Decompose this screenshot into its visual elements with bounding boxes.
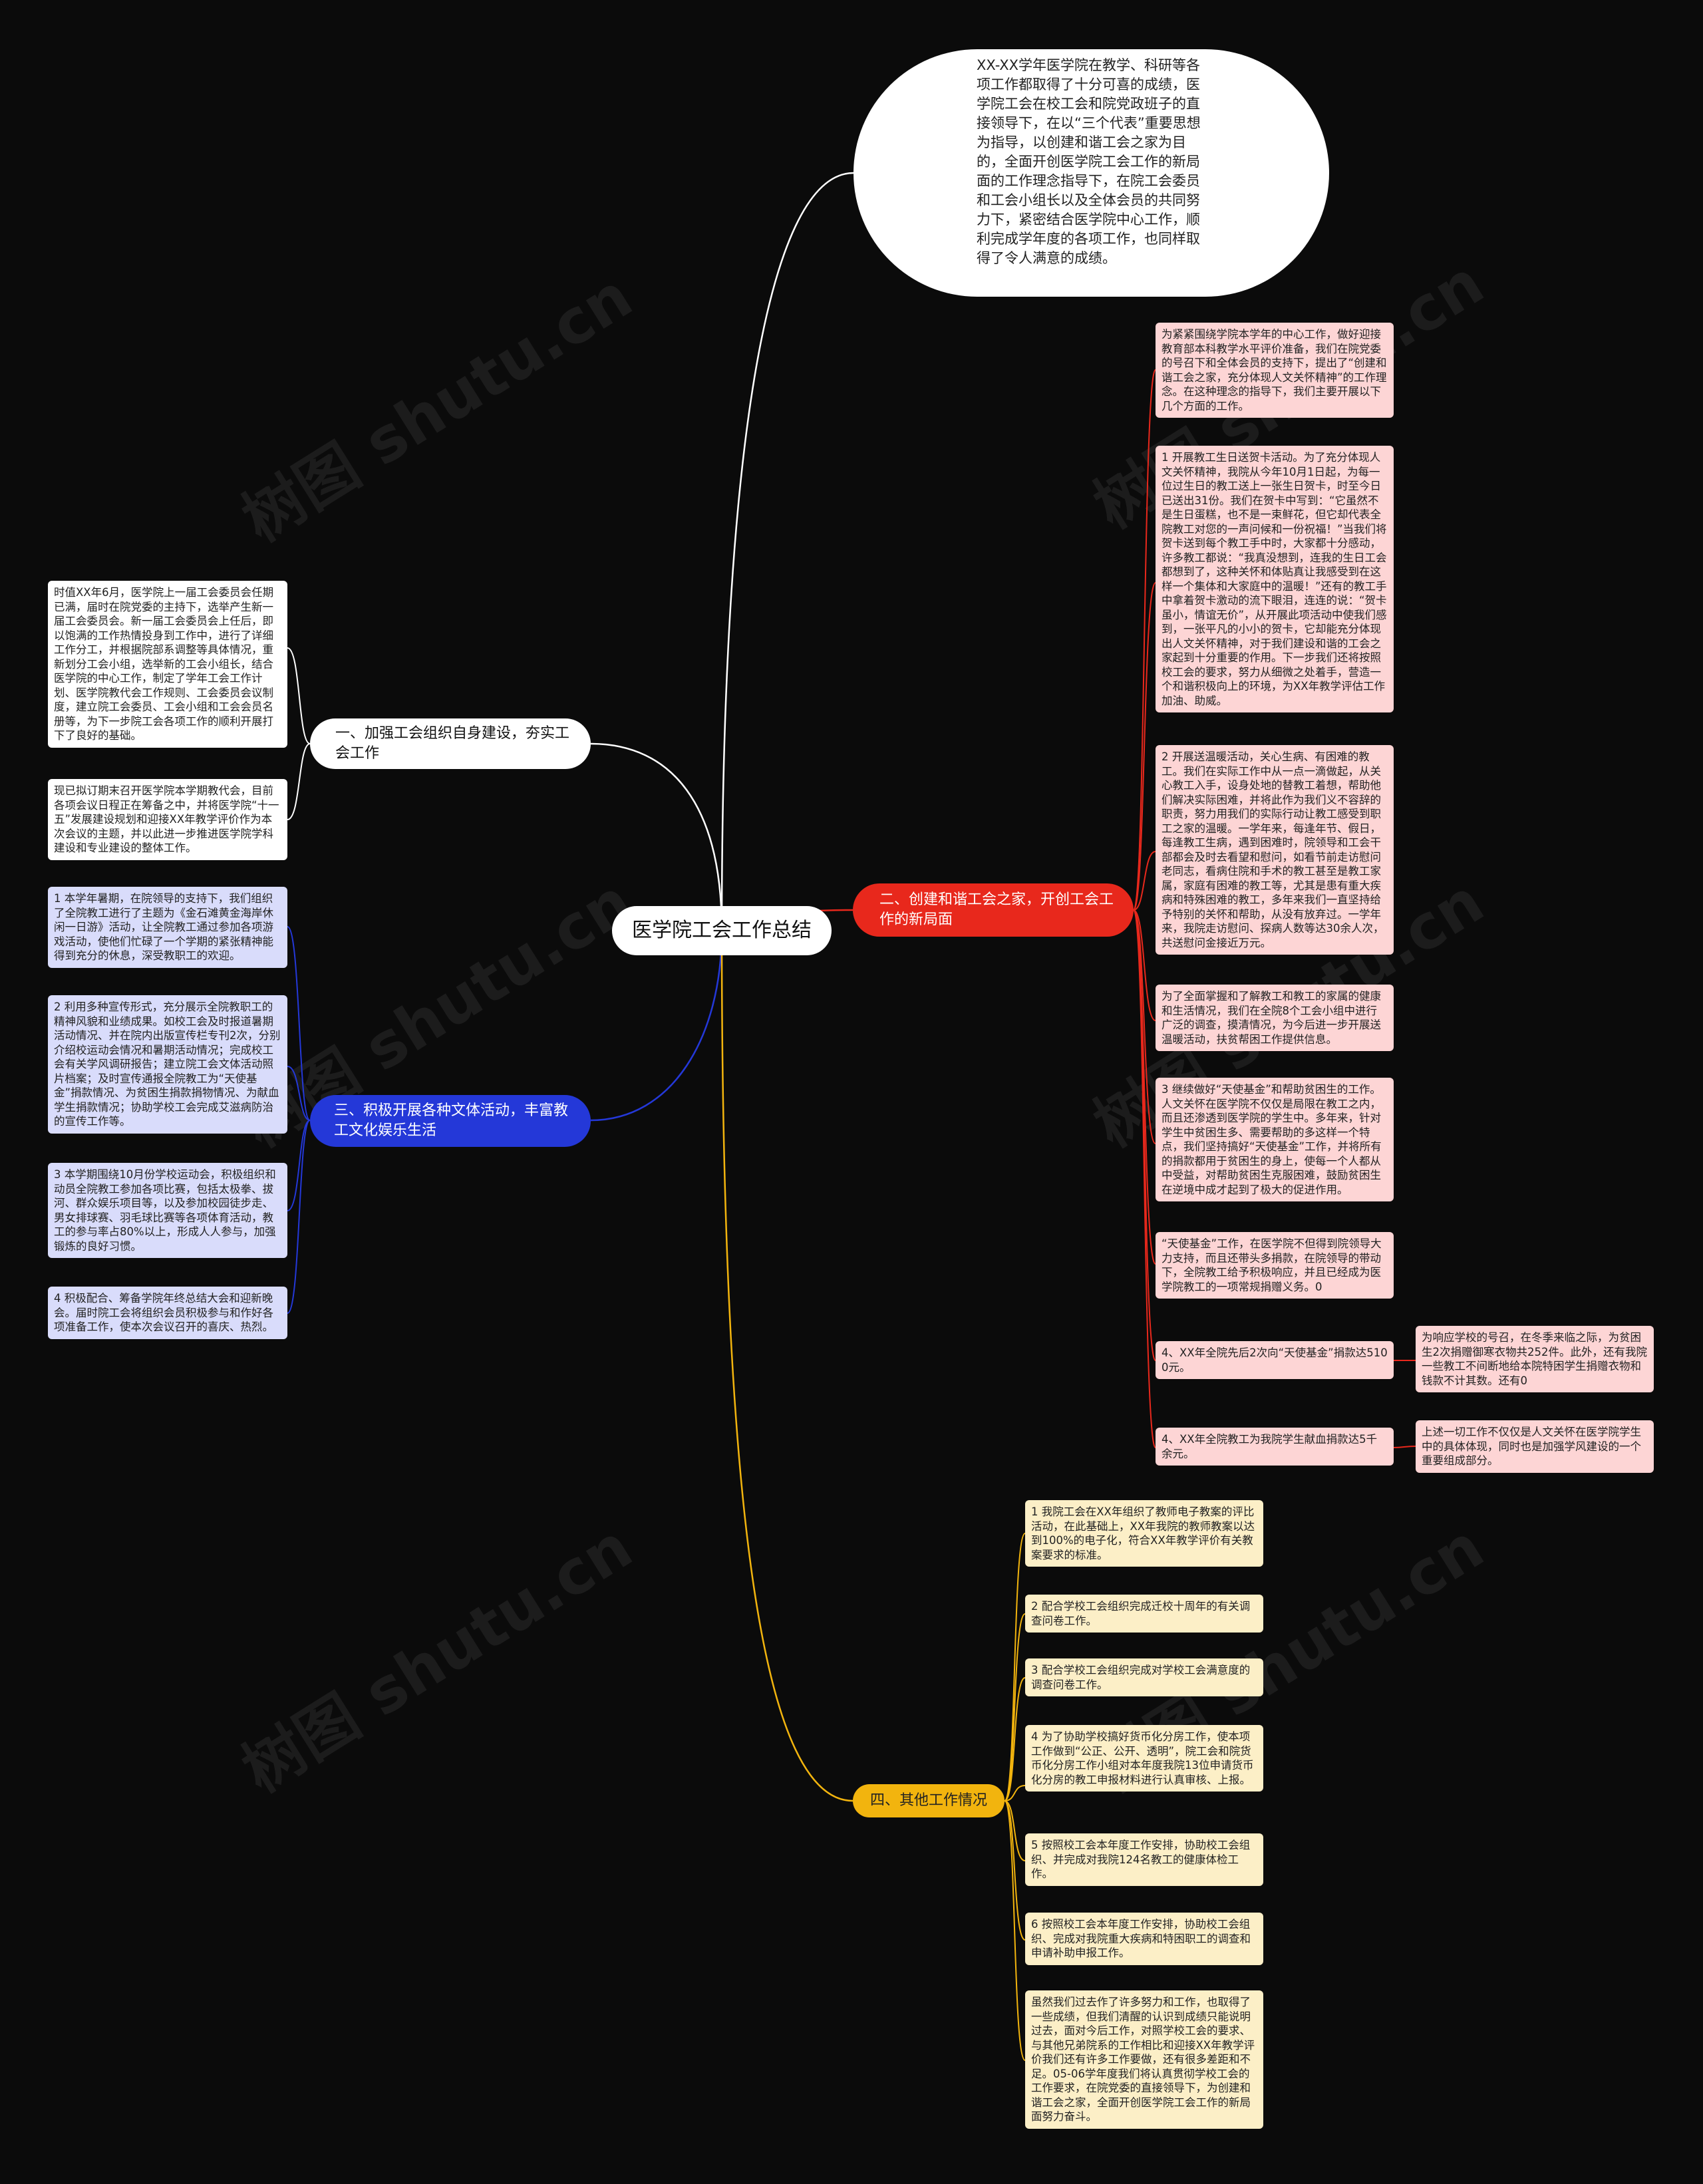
branch-4-leaf[interactable]: 1 我院工会在XX年组织了教师电子教案的评比活动，在此基础上，XX年我院的教师教… <box>1025 1500 1263 1567</box>
branch-2-subleaf[interactable]: 为响应学校的号召，在冬季来临之际，为贫困生2次捐赠御寒衣物共252件。此外，还有… <box>1416 1326 1654 1392</box>
branch-2-leaf[interactable]: 2 开展送温暖活动，关心生病、有困难的教工。我们在实际工作中从一点一滴做起，从关… <box>1156 745 1394 955</box>
connector-branch1 <box>590 742 723 931</box>
branch-2-subleaf[interactable]: 上述一切工作不仅仅是人文关怀在医学院学生中的具体体现，同时也是加强学风建设的一个… <box>1416 1420 1654 1473</box>
branch-4-leaf[interactable]: 虽然我们过去作了许多努力和工作，也取得了一些成绩，但我们清醒的认识到成绩只能说明… <box>1025 1990 1263 2129</box>
intro-node[interactable]: XX-XX学年医学院在教学、科研等各项工作都取得了十分可喜的成绩，医学院工会在校… <box>853 49 1329 297</box>
branch-2-leaf[interactable]: 3 继续做好“天使基金”和帮助贫困生的工作。人文关怀在医学院不仅仅是局限在教工之… <box>1156 1078 1394 1201</box>
connector-branch4 <box>720 930 853 1802</box>
connector-b3-leaf2 <box>287 1066 311 1121</box>
branch-4-leaf[interactable]: 6 按照校工会本年度工作安排，协助校工会组织、完成对我院重大疾病和特困职工的调查… <box>1025 1913 1263 1965</box>
branch-2-node[interactable]: 二、创建和谐工会之家，开创工会工作的新局面 <box>853 883 1134 937</box>
branch-4-node[interactable]: 四、其他工作情况 <box>853 1784 1005 1817</box>
watermark: 树图 shutu.cn <box>230 1511 645 1807</box>
connector-intro <box>720 172 854 931</box>
connector-b3-leaf3 <box>287 1120 311 1211</box>
watermark: 树图 shutu.cn <box>230 260 645 556</box>
branch-1-leaf[interactable]: 时值XX年6月，医学院上一届工会委员会任期已满，届时在院党委的主持下，选举产生新… <box>48 581 287 748</box>
connector-b4-leaf1 <box>1004 1533 1026 1801</box>
connector-b3-leaf1 <box>287 926 311 1121</box>
connector-b2-leaf1 <box>1133 369 1156 911</box>
branch-2-leaf[interactable]: 4、XX年全院教工为我院学生献血捐款达5千余元。 <box>1156 1428 1394 1466</box>
branch-3-leaf[interactable]: 2 利用多种宣传形式，充分展示全院教职工的精神风貌和业绩成果。如校工会及时报道暑… <box>48 995 287 1134</box>
branch-4-leaf[interactable]: 5 按照校工会本年度工作安排，协助校工会组织、并完成对我院124名教工的健康体检… <box>1025 1833 1263 1886</box>
branch-2-leaf[interactable]: 4、XX年全院先后2次向“天使基金”捐款达5100元。 <box>1156 1341 1394 1379</box>
branch-1-node[interactable]: 一、加强工会组织自身建设，夯实工会工作 <box>310 718 591 769</box>
connector-b4-leaf4 <box>1004 1785 1026 1801</box>
connector-b4-leaf6 <box>1004 1800 1026 1941</box>
connector-b2-leaf8 <box>1133 909 1156 1448</box>
connector-b1-leaf2 <box>287 743 311 820</box>
connector-b2-leaf5 <box>1133 909 1156 1144</box>
branch-2-leaf[interactable]: 1 开展教工生日送贺卡活动。为了充分体现人文关怀精神，我院从今年10月1日起，为… <box>1156 446 1394 712</box>
connector-branch3 <box>590 930 723 1122</box>
branch-2-leaf[interactable]: 为了全面掌握和了解教工和教工的家属的健康和生活情况，我们在全院8个工会小组中进行… <box>1156 985 1394 1051</box>
branch-4-leaf[interactable]: 2 配合学校工会组织完成迁校十周年的有关调查问卷工作。 <box>1025 1595 1263 1633</box>
branch-4-leaf[interactable]: 3 配合学校工会组织完成对学校工会满意度的调查问卷工作。 <box>1025 1658 1263 1696</box>
branch-3-leaf[interactable]: 4 积极配合、筹备学院年终总结大会和迎新晚会。届时院工会将组织会员积极参与和作好… <box>48 1287 287 1339</box>
connector-b4-leaf7 <box>1004 1800 1026 2061</box>
intro-text: XX-XX学年医学院在教学、科研等各项工作都取得了十分可喜的成绩，医学院工会在校… <box>977 57 1201 266</box>
branch-3-leaf[interactable]: 3 本学期围绕10月份学校运动会，积极组织和动员全院教工参加各项比赛，包括太极拳… <box>48 1163 287 1258</box>
connector-b2-sub2 <box>1393 1446 1416 1448</box>
branch-1-leaf[interactable]: 现已拟订期末召开医学院本学期教代会，目前各项会议日程正在筹备之中，并将医学院“十… <box>48 779 287 860</box>
branch-2-leaf[interactable]: “天使基金”工作，在医学院不但得到院领导大力支持，而且还带头多捐款，在院领导的带… <box>1156 1232 1394 1299</box>
connector-b4-leaf2 <box>1004 1613 1026 1801</box>
branch-3-leaf[interactable]: 1 本学年暑期，在院领导的支持下，我们组织了全院教工进行了主题为《金石滩黄金海岸… <box>48 887 287 968</box>
connector-b4-leaf5 <box>1004 1800 1026 1861</box>
connector-b4-leaf3 <box>1004 1677 1026 1801</box>
connector-b2-leaf2 <box>1133 582 1156 911</box>
branch-2-leaf[interactable]: 为紧紧围绕学院本学年的中心工作，做好迎接教育部本科教学水平评价准备，我们在院党委… <box>1156 323 1394 418</box>
branch-3-node[interactable]: 三、积极开展各种文体活动，丰富教工文化娱乐生活 <box>310 1095 591 1147</box>
connector-b2-leaf6 <box>1133 909 1156 1265</box>
connector-b3-leaf4 <box>287 1120 311 1314</box>
connector-b2-leaf4 <box>1133 909 1156 1021</box>
connector-b1-leaf1 <box>287 647 311 744</box>
root-topic[interactable]: 医学院工会工作总结 <box>612 906 832 955</box>
connector-b2-leaf3 <box>1133 851 1156 911</box>
connector-b2-leaf7 <box>1133 909 1156 1361</box>
branch-4-leaf[interactable]: 4 为了协助学校搞好货币化分房工作，使本项工作做到“公正、公开、透明”，院工会和… <box>1025 1725 1263 1792</box>
